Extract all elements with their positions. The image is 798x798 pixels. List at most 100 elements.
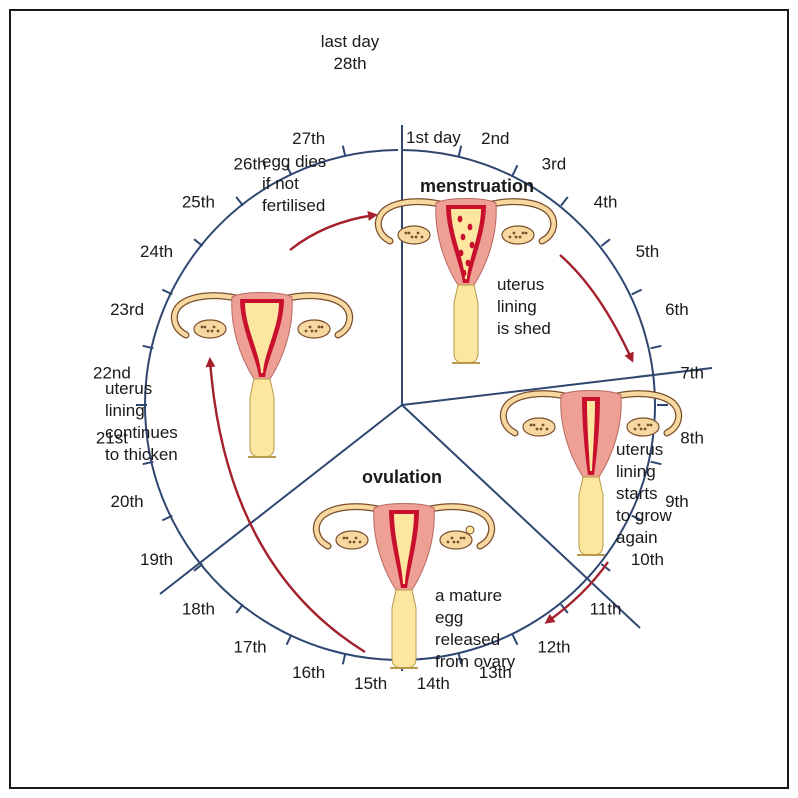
ovary-dot xyxy=(539,427,543,431)
day-label: 6th xyxy=(665,300,689,319)
ovary-dot xyxy=(404,231,408,235)
uterus-cavity xyxy=(587,401,595,471)
day-label: 19th xyxy=(140,550,173,569)
ovary-dot xyxy=(450,536,454,540)
ovary-dot xyxy=(410,235,414,239)
ovary-dot xyxy=(354,536,358,540)
uterus-thick-lining-icon xyxy=(170,292,354,458)
menstruation-title: menstruation xyxy=(420,176,534,196)
ovary-dot xyxy=(342,536,346,540)
ovary-left xyxy=(522,417,556,437)
ovary-right xyxy=(297,319,331,339)
fallopian-tube-right-inner xyxy=(485,199,556,244)
note-grow-4: to grow xyxy=(616,506,672,525)
ovary-dot xyxy=(420,235,424,239)
ovulation-title: ovulation xyxy=(362,467,442,487)
ovary-dot xyxy=(358,540,362,544)
ovary-dot xyxy=(643,427,647,431)
ovary-right xyxy=(501,225,535,245)
note-grow-2: lining xyxy=(616,462,656,481)
day-tick xyxy=(193,238,204,247)
ovary-dot xyxy=(352,540,356,544)
curved-arrow-icon xyxy=(205,357,366,654)
day-label: 8th xyxy=(680,429,704,448)
fallopian-tube-right-inner xyxy=(423,504,494,549)
ovary-dot xyxy=(646,423,650,427)
ovary-dot xyxy=(535,427,539,431)
day-tick xyxy=(631,514,643,522)
divider-luteal xyxy=(159,404,403,595)
shed-lining-fragment xyxy=(457,215,463,223)
day-label: 21st xyxy=(96,429,128,448)
ovary-dot xyxy=(203,325,207,329)
ovary-dot xyxy=(216,329,220,333)
uterus-shedding-icon xyxy=(374,198,558,364)
note-shed: uterus lining is shed xyxy=(497,275,551,338)
ovary-dot xyxy=(529,423,533,427)
ovary-dot xyxy=(459,536,463,540)
day-tick xyxy=(142,460,154,466)
ovary-dot xyxy=(446,540,450,544)
uterus-cavity xyxy=(451,209,481,279)
ovary-dot xyxy=(314,329,318,333)
ovary-dot xyxy=(416,231,420,235)
shed-lining-fragment xyxy=(469,241,475,249)
egg xyxy=(465,525,475,535)
cervix xyxy=(578,476,604,556)
note-shed-1: uterus xyxy=(497,275,544,294)
ovary-dot xyxy=(545,427,549,431)
shed-lining-fragment xyxy=(467,223,473,231)
day-label: 11th xyxy=(590,600,622,619)
day-tick xyxy=(341,145,347,157)
day-tick xyxy=(193,563,204,572)
day-label: 18th xyxy=(182,600,215,619)
day-tick xyxy=(341,653,347,665)
day-label: 12th xyxy=(537,638,570,657)
day-label: 23rd xyxy=(110,300,144,319)
fallopian-tube-left-inner xyxy=(172,293,243,338)
ovary-dot xyxy=(532,423,536,427)
day-tick xyxy=(235,603,244,614)
note-release-4: from ovary xyxy=(435,652,516,671)
shed-lining-fragment xyxy=(458,249,464,257)
ovary-dot xyxy=(206,329,210,333)
day-tick xyxy=(142,344,154,350)
ovary-left xyxy=(397,225,431,245)
day-tick xyxy=(285,634,293,646)
day-tick xyxy=(511,164,519,176)
day-tick xyxy=(600,563,611,572)
day-label: 26th xyxy=(234,154,267,173)
day-label: 16th xyxy=(292,663,325,682)
note-thicken-2: lining xyxy=(105,401,145,420)
day-tick xyxy=(600,238,611,247)
day-label: 2nd xyxy=(481,129,509,148)
day-label: 7th xyxy=(680,363,704,382)
day-label: 13th xyxy=(479,663,512,682)
fallopian-tube-right-inner xyxy=(610,391,681,436)
ovary-dot xyxy=(514,235,518,239)
note-shed-3: is shed xyxy=(497,319,551,338)
ovary-right xyxy=(439,530,473,550)
note-thicken: uterus lining continues to thicken xyxy=(105,379,183,464)
ovary-dot xyxy=(518,235,522,239)
day-label: 4th xyxy=(594,192,618,211)
day-label: 15th xyxy=(354,674,387,693)
day-tick xyxy=(650,460,662,466)
day-label: 5th xyxy=(636,242,660,261)
day-tick xyxy=(457,653,463,665)
ovary-dot xyxy=(452,540,456,544)
note-release-3: released xyxy=(435,630,500,649)
note-release-2: egg xyxy=(435,608,463,627)
uterus-ovulation-icon xyxy=(312,503,496,669)
day-label: 22nd xyxy=(93,363,131,382)
ovary-dot xyxy=(639,427,643,431)
cervix xyxy=(391,589,417,669)
shed-lining-fragment xyxy=(465,259,471,267)
ovary-dot xyxy=(212,325,216,329)
day-label: 10th xyxy=(631,550,664,569)
shed-lining-fragment xyxy=(460,233,466,241)
ovary-dot xyxy=(310,329,314,333)
ovary-dot xyxy=(320,325,324,329)
